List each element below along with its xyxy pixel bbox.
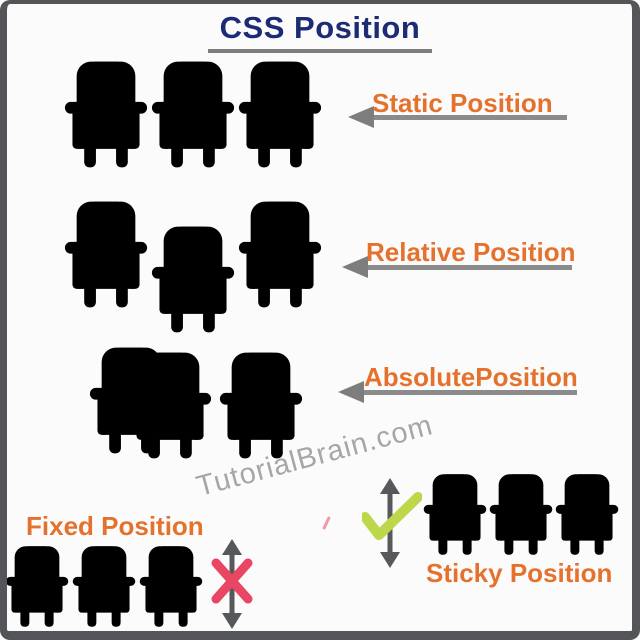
page-title-text: CSS Position: [207, 10, 433, 53]
seat-icon: [151, 61, 235, 168]
left-arrow-icon: [338, 381, 577, 403]
check-icon: [362, 492, 422, 540]
seat-icon: [238, 61, 322, 168]
seat-icon: [128, 352, 212, 459]
seat-icon: [151, 226, 235, 333]
seat-icon: [139, 546, 203, 627]
seat-icon: [64, 201, 148, 308]
seat-icon: [5, 546, 69, 627]
absolute-position-label: AbsolutePosition: [364, 362, 578, 392]
relative-position-label: Relative Position: [366, 237, 576, 267]
seat-icon: [238, 201, 322, 308]
stray-mark: [322, 516, 331, 530]
seat-icon: [64, 61, 148, 168]
seat-icon: [555, 474, 619, 555]
page-title: CSS Position: [0, 10, 640, 53]
static-position-label: Static Position: [372, 88, 553, 118]
no-scroll-indicator: [211, 539, 253, 629]
cross-icon: [211, 558, 253, 604]
sticky-position-label: Sticky Position: [426, 558, 613, 588]
seat-icon: [423, 474, 487, 555]
seat-icon: [489, 474, 553, 555]
seat-icon: [219, 352, 303, 459]
left-arrow-icon: [348, 106, 567, 128]
fixed-position-label: Fixed Position: [26, 511, 204, 541]
scroll-allowed-indicator: [362, 478, 422, 568]
left-arrow-icon: [342, 256, 572, 278]
seat-icon: [72, 546, 136, 627]
